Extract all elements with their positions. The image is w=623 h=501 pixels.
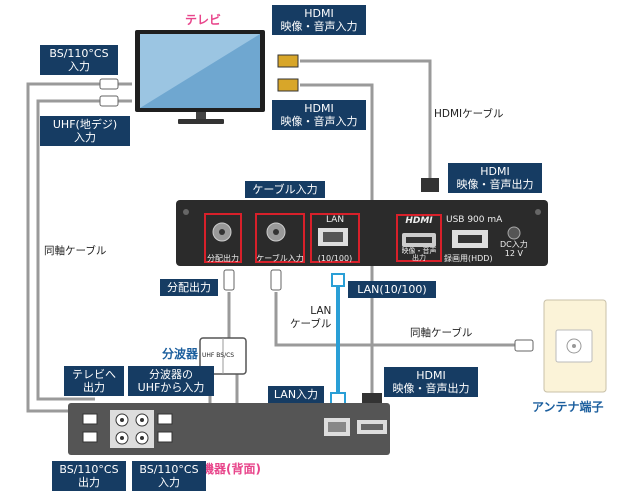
label-uhf-in-tv: UHF(地デジ) 入力	[40, 116, 130, 146]
label-bs-in-tv: BS/110°CS 入力	[40, 45, 118, 75]
label-cable-input: ケーブル入力	[245, 181, 325, 198]
label-hdmi-out-bottom: HDMI 映像・音声出力	[384, 367, 478, 397]
tv-illustration	[135, 30, 265, 124]
label-lan: LAN(10/100)	[348, 281, 436, 298]
text-hdmi-cable: HDMIケーブル	[434, 108, 504, 120]
device-text-usb: USB 900 mA	[446, 215, 503, 225]
recorder-rear	[68, 403, 390, 455]
label-bunpai-out: 分配出力	[160, 279, 218, 296]
highlight-hdmi-port	[396, 214, 442, 262]
device-text-hdd: 録画用(HDD)	[444, 254, 493, 263]
tv-title: テレビ	[185, 13, 222, 27]
antenna-wall-panel	[543, 299, 607, 393]
device-text-cable: ケーブル入力	[256, 254, 304, 263]
antenna-title: アンテナ端子	[532, 400, 604, 414]
highlight-bunpai-port	[204, 213, 242, 263]
device-text-bunpai: 分配出力	[207, 254, 239, 263]
device-text-lan: LAN	[325, 215, 345, 225]
device-text-dc: DC入力 12 V	[500, 240, 528, 258]
text-splitter-marks: UHF BS/CS	[202, 352, 235, 359]
device-text-hdmi: 映像・音声 出力	[401, 247, 437, 262]
label-lan-in: LAN入力	[268, 386, 324, 403]
label-bs-in-rec: BS/110°CS 入力	[132, 461, 206, 491]
device-text-lan-speed: (10/100)	[317, 254, 353, 263]
set-top-box-rear	[176, 200, 548, 266]
label-bs-out: BS/110°CS 出力	[52, 461, 126, 491]
highlight-cable-port	[255, 213, 305, 263]
label-tv-out: テレビへ 出力	[64, 366, 124, 396]
text-coax-right: 同軸ケーブル	[410, 327, 473, 339]
device-hdmi-logo: HDMI	[405, 216, 433, 226]
splitter-title: 分波器	[162, 347, 199, 361]
highlight-lan-port	[310, 213, 360, 263]
splitter	[199, 337, 247, 375]
label-hdmi-out-top: HDMI 映像・音声出力	[448, 163, 542, 193]
text-lan-cable: LAN ケーブル	[290, 305, 332, 330]
label-splitter-uhf: 分波器の UHFから入力	[128, 366, 214, 396]
text-coax-left: 同軸ケーブル	[44, 245, 107, 257]
label-hdmi-in-2: HDMI 映像・音声入力	[272, 100, 366, 130]
label-hdmi-in-1: HDMI 映像・音声入力	[272, 5, 366, 35]
